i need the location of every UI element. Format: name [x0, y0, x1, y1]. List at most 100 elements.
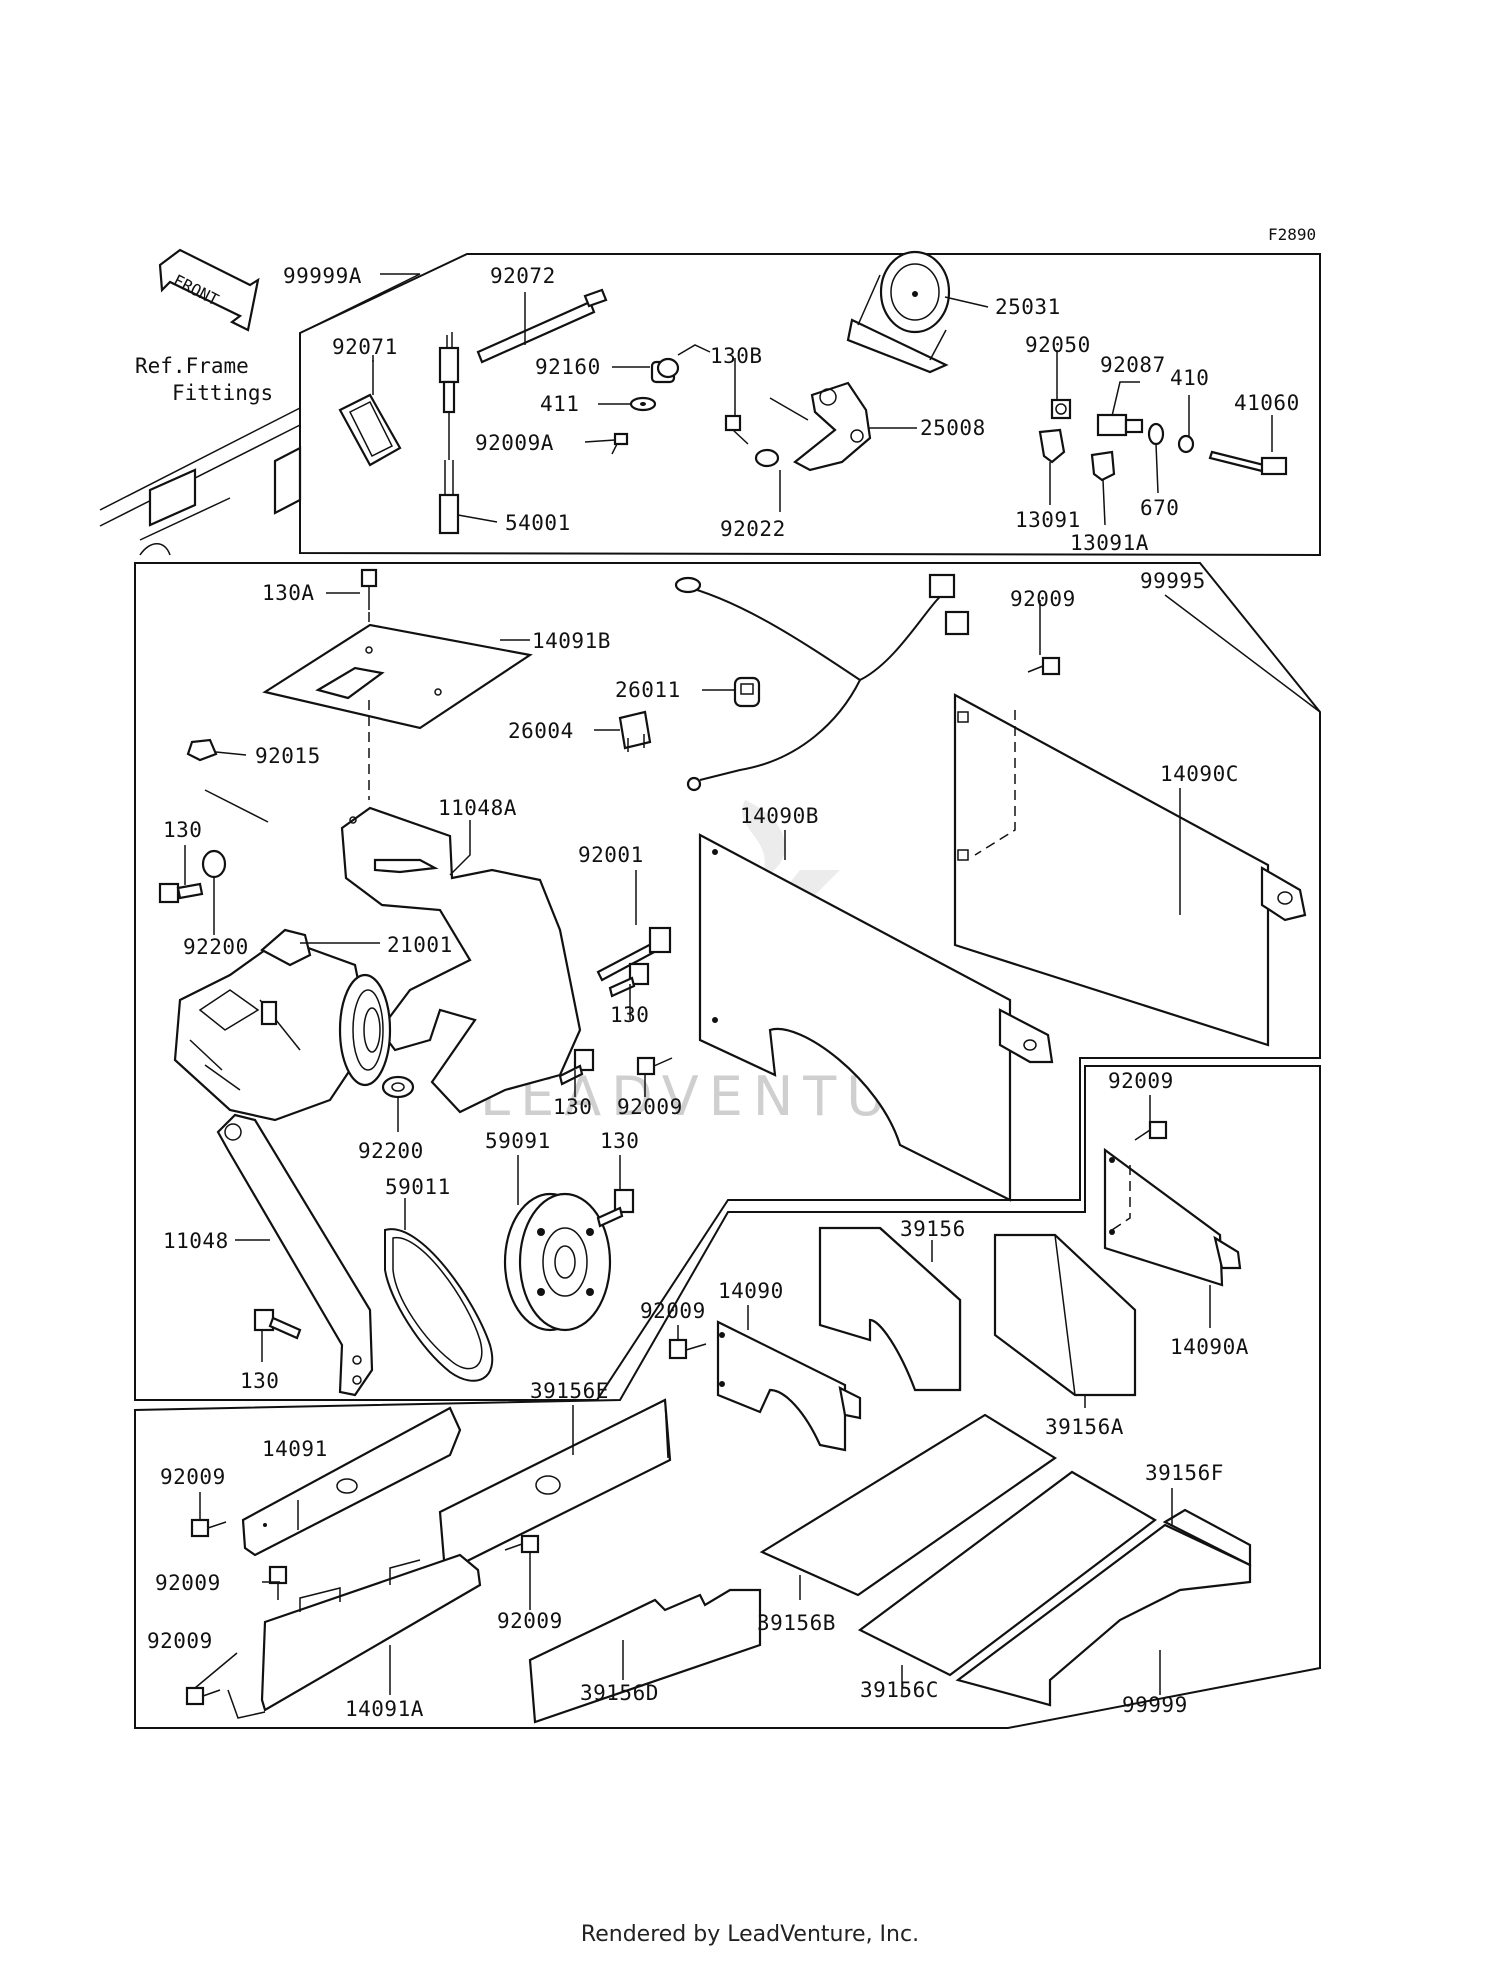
callout-59011: 59011	[385, 1175, 451, 1199]
leader-lines	[184, 273, 1321, 1695]
panel-middle-outline	[134, 562, 1321, 1401]
callout-92009-b1: 92009	[160, 1465, 226, 1489]
callout-14090A: 14090A	[1170, 1335, 1249, 1359]
callout-41060: 41060	[1234, 391, 1300, 415]
part-wire-harness	[674, 573, 970, 792]
panel-top-outline	[299, 253, 1321, 557]
callout-39156C: 39156C	[860, 1678, 939, 1702]
callout-26011: 26011	[615, 678, 681, 702]
callout-11048: 11048	[163, 1229, 229, 1253]
callout-130A: 130A	[262, 581, 315, 605]
callout-92087: 92087	[1100, 353, 1166, 377]
ref-note-line1: Ref.Frame	[135, 354, 249, 378]
part-99999-sheet	[955, 1523, 1252, 1707]
part-92072-band	[476, 288, 608, 364]
part-59091-pulley	[503, 1192, 612, 1332]
panel-right-outline	[134, 1065, 1321, 1729]
part-14090A-panel	[1103, 1147, 1242, 1287]
callout-39156D: 39156D	[580, 1681, 659, 1705]
callout-25008: 25008	[920, 416, 986, 440]
part-410-washer	[1177, 434, 1195, 454]
part-25031-meter	[846, 250, 951, 374]
callout-13091: 13091	[1015, 508, 1081, 532]
part-39156E-bar	[438, 1398, 672, 1574]
callout-13091A: 13091A	[1070, 531, 1149, 555]
ref-frame-sketch	[99, 407, 302, 556]
callout-92022: 92022	[720, 517, 786, 541]
part-92050-nut	[1050, 398, 1072, 420]
callout-92009-top: 92009	[1010, 587, 1076, 611]
callout-14090C: 14090C	[1160, 762, 1239, 786]
callout-21001: 21001	[387, 933, 453, 957]
callout-130-d: 130	[600, 1129, 639, 1153]
part-39156-block	[818, 1226, 962, 1392]
part-130-bolt-pulley	[596, 1188, 635, 1228]
callout-14091A: 14091A	[345, 1697, 424, 1721]
callout-92009-right: 92009	[1108, 1069, 1174, 1093]
part-54001-cable	[438, 332, 460, 535]
part-21001-alternator	[173, 928, 392, 1122]
part-25008-bracket	[769, 381, 872, 472]
part-26004-fuse	[618, 710, 652, 752]
callout-92009-b4: 92009	[497, 1609, 563, 1633]
part-411-washer	[629, 396, 657, 412]
callout-410: 410	[1170, 366, 1209, 390]
callout-92160: 92160	[535, 355, 601, 379]
callout-14090: 14090	[718, 1279, 784, 1303]
footer-credit: Rendered by LeadVenture, Inc.	[580, 1922, 920, 1947]
part-26011-connector	[733, 676, 761, 708]
callout-14090B: 14090B	[740, 804, 819, 828]
part-92009-bolt-mid	[636, 1056, 673, 1076]
callout-59091: 59091	[485, 1129, 551, 1153]
callout-39156A: 39156A	[1045, 1415, 1124, 1439]
callout-130B: 130B	[710, 344, 763, 368]
callout-92009-mid: 92009	[617, 1095, 683, 1119]
part-670-oring	[1147, 422, 1165, 446]
part-130-bolt-lower	[253, 1308, 302, 1340]
part-92071-mount	[338, 360, 402, 467]
diagram-code: F2890	[1268, 225, 1316, 244]
part-41060-shaft	[1208, 450, 1288, 476]
part-14091B-plate	[262, 623, 533, 800]
part-92009-bolt-right	[1134, 1120, 1168, 1141]
part-13091-clip	[1038, 428, 1066, 464]
part-14090C-panel	[953, 693, 1307, 1047]
callout-130-c: 130	[553, 1095, 592, 1119]
part-39156F-sheet	[1162, 1508, 1252, 1567]
part-130-bolt-mid2	[558, 1048, 595, 1086]
callout-14091: 14091	[262, 1437, 328, 1461]
part-92022-washer	[754, 448, 780, 468]
part-92200-washer-lower	[381, 1075, 415, 1099]
callout-99995: 99995	[1140, 569, 1206, 593]
callout-92050: 92050	[1025, 333, 1091, 357]
callout-92009-b3: 92009	[147, 1629, 213, 1653]
callout-14091B: 14091B	[532, 629, 611, 653]
callout-670: 670	[1140, 496, 1179, 520]
part-92009-bolt-top	[1027, 656, 1061, 676]
part-39156D-bar	[528, 1588, 762, 1724]
part-92015-nut	[186, 738, 269, 823]
part-14090B-panel	[698, 833, 1054, 1202]
callout-54001: 54001	[505, 511, 571, 535]
callout-92072: 92072	[490, 264, 556, 288]
callout-92009-b2: 92009	[155, 1571, 221, 1595]
part-92160-grommet	[650, 357, 680, 384]
callout-39156E: 39156E	[530, 1379, 609, 1403]
callout-92015: 92015	[255, 744, 321, 768]
part-11048-bar	[216, 1113, 374, 1397]
callout-92200-b: 92200	[358, 1139, 424, 1163]
callout-130-e: 130	[240, 1369, 279, 1393]
part-92009-bolt-b4	[504, 1534, 540, 1554]
part-92200-washer-left	[201, 849, 227, 879]
callout-411: 411	[540, 392, 579, 416]
callout-92071: 92071	[332, 335, 398, 359]
part-59011-belt	[384, 1228, 494, 1382]
part-92009-bolt-b1	[190, 1518, 227, 1538]
callout-92001: 92001	[578, 843, 644, 867]
front-arrow-icon: FRONT	[158, 248, 260, 332]
part-14091A-bracket	[227, 1553, 482, 1719]
callout-11048A: 11048A	[438, 796, 517, 820]
part-130-bolt-left	[158, 882, 204, 904]
callout-99999A: 99999A	[283, 264, 362, 288]
